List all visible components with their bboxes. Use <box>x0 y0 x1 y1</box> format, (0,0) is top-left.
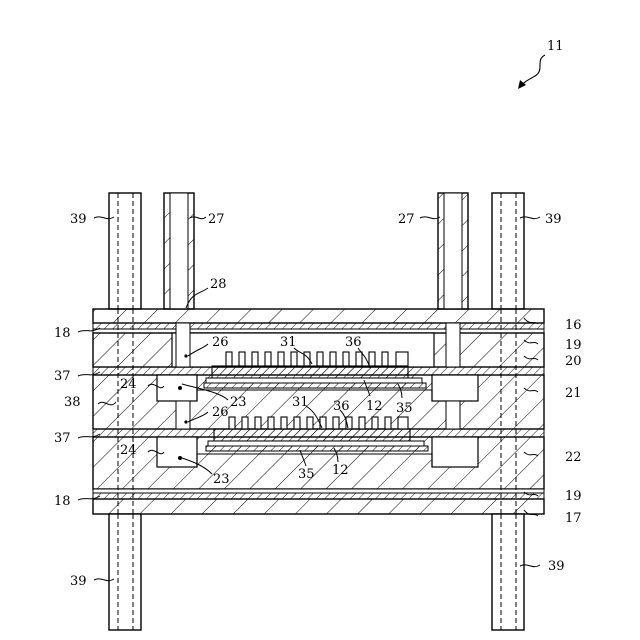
label-31-lower: 31 <box>292 395 309 410</box>
label-37-top: 37 <box>54 369 71 384</box>
label-35-upper: 35 <box>396 401 413 416</box>
label-19-bottom: 19 <box>565 489 582 504</box>
label-23-upper: 23 <box>230 395 247 410</box>
label-23-lower: 23 <box>213 472 230 487</box>
cavity-24-lower <box>157 437 197 467</box>
label-36-upper: 36 <box>345 335 362 350</box>
label-22: 22 <box>565 450 582 465</box>
label-21: 21 <box>565 386 582 401</box>
label-18-top: 18 <box>54 326 71 341</box>
label-27-right: 27 <box>398 212 415 227</box>
label-24-upper: 24 <box>120 377 137 392</box>
post-39-left-top <box>109 193 141 309</box>
element-35-upper <box>204 383 426 388</box>
label-27-left: 27 <box>208 212 225 227</box>
label-39-bottom-right: 39 <box>548 559 565 574</box>
label-26-lower: 26 <box>212 405 229 420</box>
stack-body <box>93 309 544 514</box>
sheet-18-bottom <box>93 493 544 499</box>
label-28: 28 <box>210 277 227 292</box>
element-36-lower <box>214 429 410 441</box>
post-39-right-bottom <box>492 514 524 630</box>
element-35-lower <box>206 446 428 451</box>
label-17: 17 <box>565 511 582 526</box>
cavity-lower <box>176 401 190 429</box>
element-36-upper <box>212 366 408 378</box>
label-38: 38 <box>64 395 81 410</box>
label-39-bottom-left: 39 <box>70 574 87 589</box>
post-39-left-bottom <box>109 514 141 630</box>
sheet-18-top <box>93 323 544 329</box>
label-18-bottom: 18 <box>54 494 71 509</box>
upper-posts <box>109 193 524 309</box>
svg-text:11: 11 <box>547 39 564 54</box>
top-plate-16 <box>93 309 544 323</box>
element-12-upper <box>206 378 422 383</box>
label-39-top-right: 39 <box>545 212 562 227</box>
label-26-upper: 26 <box>212 335 229 350</box>
label-12-upper: 12 <box>366 399 383 414</box>
label-24-lower: 24 <box>120 443 137 458</box>
post-39-right-top <box>492 193 524 309</box>
element-12-lower <box>208 441 424 446</box>
figure-ref-11: 11 <box>518 39 564 89</box>
label-19-top: 19 <box>565 338 582 353</box>
lower-posts <box>109 514 524 630</box>
label-31-upper: 31 <box>280 335 297 350</box>
bottom-plate-17 <box>93 499 544 514</box>
label-36-lower: 36 <box>333 399 350 414</box>
cavity-24-upper <box>157 375 197 401</box>
label-35-lower: 35 <box>298 467 315 482</box>
sheet-19-bottom <box>93 489 544 493</box>
label-16: 16 <box>565 318 582 333</box>
label-37-bottom: 37 <box>54 431 71 446</box>
label-39-top-left: 39 <box>70 212 87 227</box>
label-12-lower: 12 <box>332 463 349 478</box>
label-20: 20 <box>565 354 582 369</box>
